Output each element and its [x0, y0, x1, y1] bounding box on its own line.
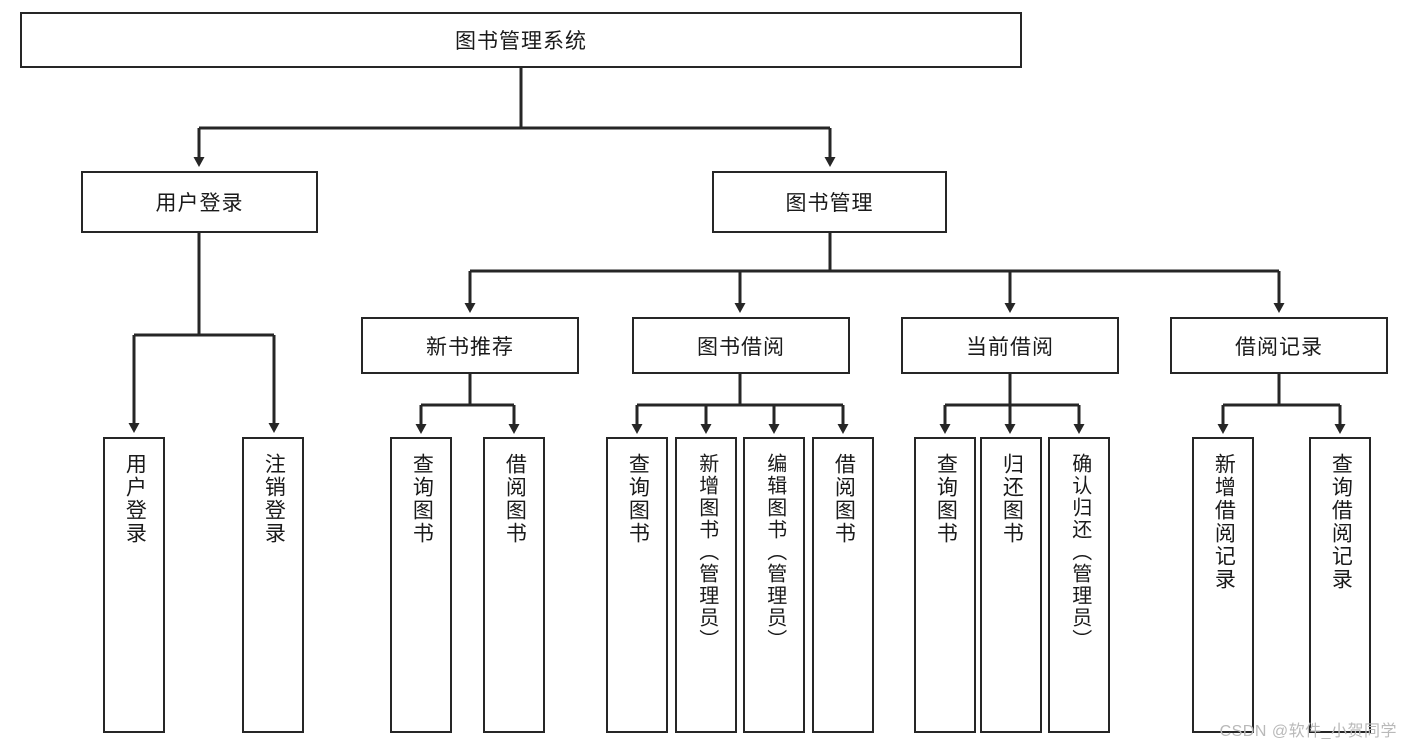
node-leaf-edit-book[interactable]: 编辑图书（管理员） [743, 437, 805, 733]
node-leaf-confirm-return-label: 确认归还（管理员） [1068, 453, 1091, 651]
node-leaf-user-login[interactable]: 用户登录 [103, 437, 165, 733]
node-leaf-borrow-book-2[interactable]: 借阅图书 [812, 437, 874, 733]
node-new-book-recommend-label: 新书推荐 [426, 335, 514, 359]
node-root-label: 图书管理系统 [455, 30, 587, 53]
node-leaf-query-book-3-label: 查询图书 [934, 453, 958, 545]
node-borrow-record[interactable]: 借阅记录 [1170, 317, 1388, 374]
node-leaf-borrow-book-1[interactable]: 借阅图书 [483, 437, 545, 733]
node-leaf-edit-book-label: 编辑图书（管理员） [763, 453, 786, 651]
watermark-text: CSDN @软件_小贺同学 [1219, 723, 1397, 740]
node-book-manage-label: 图书管理 [785, 192, 874, 215]
node-leaf-return-book[interactable]: 归还图书 [980, 437, 1042, 733]
node-user-login[interactable]: 用户登录 [81, 171, 318, 233]
node-current-borrow[interactable]: 当前借阅 [901, 317, 1119, 374]
node-leaf-return-book-label: 归还图书 [1000, 453, 1024, 545]
node-leaf-borrow-book-2-label: 借阅图书 [832, 453, 856, 545]
node-book-manage[interactable]: 图书管理 [712, 171, 947, 233]
node-leaf-query-record-label: 查询借阅记录 [1329, 453, 1353, 591]
node-leaf-add-record-label: 新增借阅记录 [1212, 453, 1236, 591]
node-leaf-add-record[interactable]: 新增借阅记录 [1192, 437, 1254, 733]
node-leaf-query-book-3[interactable]: 查询图书 [914, 437, 976, 733]
node-root[interactable]: 图书管理系统 [20, 12, 1022, 68]
node-book-borrow-label: 图书借阅 [697, 335, 785, 359]
node-leaf-query-record[interactable]: 查询借阅记录 [1309, 437, 1371, 733]
node-current-borrow-label: 当前借阅 [966, 335, 1054, 359]
node-leaf-add-book-label: 新增图书（管理员） [695, 453, 718, 651]
node-leaf-user-login-label: 用户登录 [123, 453, 147, 545]
node-leaf-user-logout-label: 注销登录 [262, 453, 286, 545]
node-leaf-query-book-2[interactable]: 查询图书 [606, 437, 668, 733]
node-book-borrow[interactable]: 图书借阅 [632, 317, 850, 374]
node-leaf-confirm-return[interactable]: 确认归还（管理员） [1048, 437, 1110, 733]
node-new-book-recommend[interactable]: 新书推荐 [361, 317, 579, 374]
node-leaf-user-logout[interactable]: 注销登录 [242, 437, 304, 733]
node-user-login-label: 用户登录 [155, 192, 244, 215]
node-leaf-borrow-book-1-label: 借阅图书 [503, 453, 527, 545]
node-borrow-record-label: 借阅记录 [1235, 335, 1323, 359]
node-leaf-query-book-2-label: 查询图书 [626, 453, 650, 545]
node-leaf-query-book-1-label: 查询图书 [410, 453, 434, 545]
node-leaf-query-book-1[interactable]: 查询图书 [390, 437, 452, 733]
node-leaf-add-book[interactable]: 新增图书（管理员） [675, 437, 737, 733]
